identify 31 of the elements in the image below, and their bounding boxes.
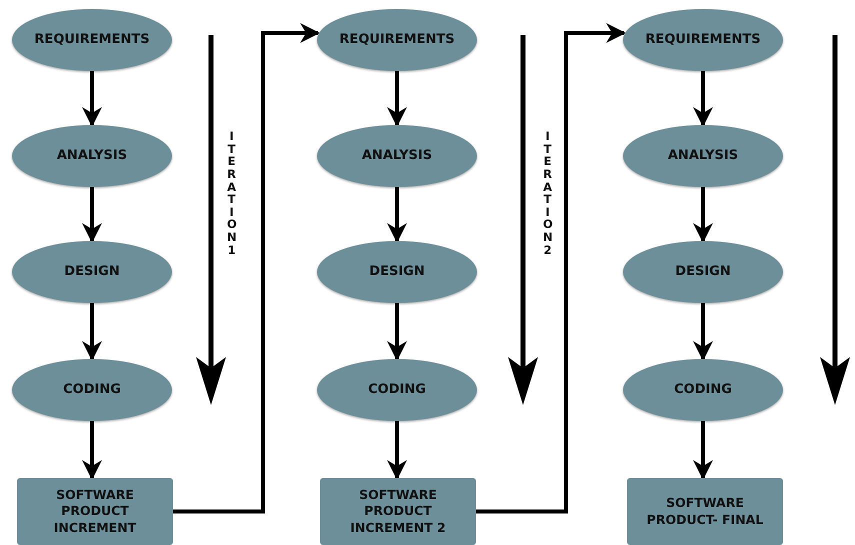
- output-box: SOFTWARE PRODUCT INCREMENT 2: [320, 478, 476, 545]
- arrow: [82, 421, 102, 480]
- iteration-label: ITERATION 2: [543, 130, 552, 256]
- process-ellipse: DESIGN: [317, 241, 477, 303]
- process-ellipse: DESIGN: [623, 241, 783, 303]
- process-ellipse: ANALYSIS: [12, 125, 172, 187]
- process-ellipse: ANALYSIS: [623, 125, 783, 187]
- iteration-label: ITERATION 1: [227, 130, 236, 256]
- output-box: SOFTWARE PRODUCT- FINAL: [627, 478, 783, 545]
- arrow: [387, 421, 407, 480]
- arrow: [82, 187, 102, 243]
- arrow: [693, 187, 713, 243]
- output-box: SOFTWARE PRODUCT INCREMENT: [17, 478, 173, 545]
- arrow: [693, 303, 713, 361]
- process-ellipse: CODING: [623, 359, 783, 421]
- arrow: [693, 71, 713, 127]
- process-ellipse: REQUIREMENTS: [623, 9, 783, 71]
- process-ellipse: REQUIREMENTS: [12, 9, 172, 71]
- process-ellipse: DESIGN: [12, 241, 172, 303]
- arrow: [387, 187, 407, 243]
- process-ellipse: REQUIREMENTS: [317, 9, 477, 71]
- arrow: [693, 421, 713, 480]
- process-ellipse: ANALYSIS: [317, 125, 477, 187]
- process-ellipse: CODING: [317, 359, 477, 421]
- process-ellipse: CODING: [12, 359, 172, 421]
- arrow: [387, 71, 407, 127]
- arrow: [82, 303, 102, 361]
- arrow: [476, 23, 626, 514]
- arrow: [173, 23, 320, 514]
- arrow: [387, 303, 407, 361]
- arrow: [82, 71, 102, 127]
